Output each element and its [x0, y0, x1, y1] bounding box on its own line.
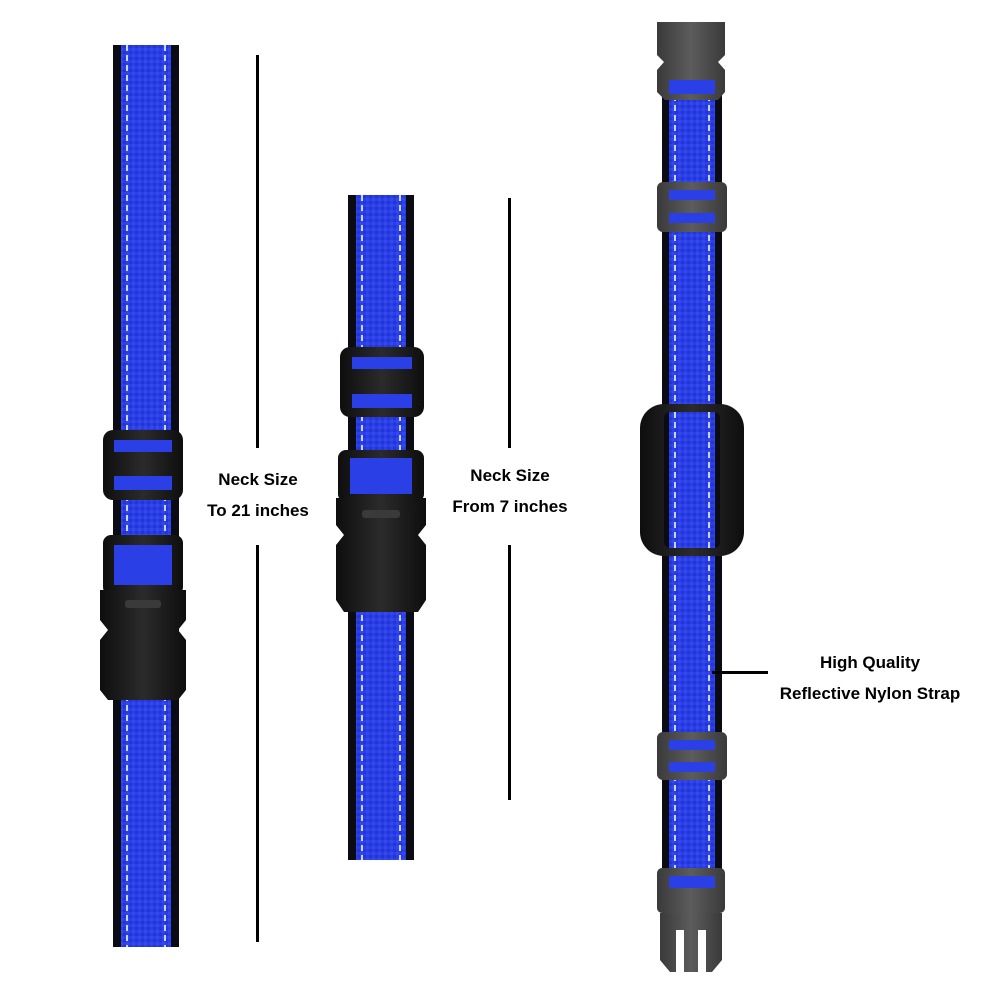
release-buckle-left	[100, 535, 186, 700]
bottom-clip	[657, 868, 725, 972]
top-clip	[657, 22, 725, 100]
release-buckle-middle	[336, 450, 426, 612]
material-line1: High Quality	[819, 653, 921, 672]
min-size-label: Neck Size From 7 inches	[440, 460, 580, 522]
dimension-line-max-top	[256, 55, 259, 448]
min-size-line2: From 7 inches	[452, 497, 568, 516]
slider-buckle-right-lower	[657, 732, 727, 780]
slider-buckle-right-upper	[657, 182, 727, 232]
min-size-line1: Neck Size	[470, 466, 550, 485]
dimension-line-min-top	[508, 198, 511, 448]
material-label: High Quality Reflective Nylon Strap	[770, 647, 970, 709]
dimension-line-min-bottom	[508, 545, 511, 800]
max-size-label: Neck Size To 21 inches	[186, 464, 330, 526]
max-size-line1: Neck Size	[218, 470, 298, 489]
pointer-line-material	[712, 671, 768, 674]
max-size-line2: To 21 inches	[207, 501, 309, 520]
dimension-line-max-bottom	[256, 545, 259, 942]
material-line2: Reflective Nylon Strap	[779, 684, 961, 703]
device-holder	[640, 404, 744, 556]
slider-buckle-left	[103, 430, 183, 500]
slider-buckle-middle	[340, 347, 424, 417]
